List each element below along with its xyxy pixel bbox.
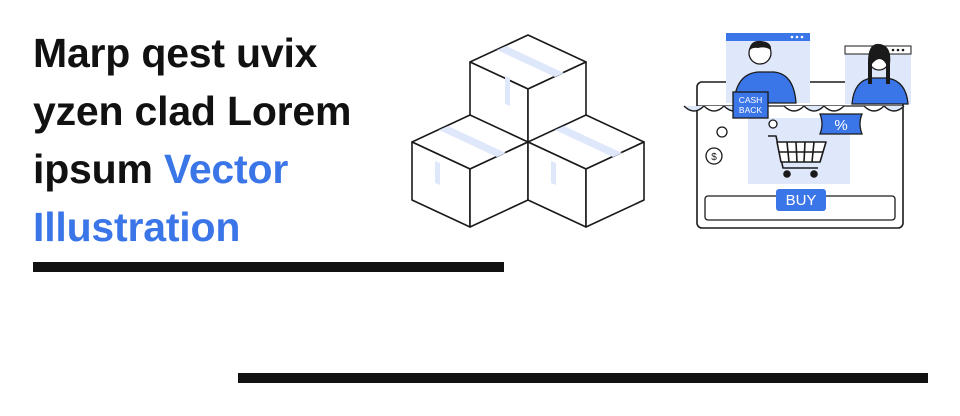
left-box: [411, 114, 529, 228]
headline-accent-illustration: Illustration: [33, 204, 241, 250]
online-shop-illustration: BUY $ CASH BACK %: [683, 33, 912, 229]
divider-bar-top: [33, 262, 504, 272]
coin-icon: $: [705, 119, 778, 165]
shopping-cart-icon: [768, 135, 827, 178]
customer-window-right: [844, 43, 912, 105]
coin-symbol: $: [711, 152, 717, 163]
discount-tag-icon: %: [819, 113, 863, 135]
cashback-line-2: BACK: [739, 105, 762, 115]
headline: Marp qest uvix yzen clad Lorem ipsum Vec…: [33, 24, 413, 256]
headline-accent-vector: Vector: [163, 146, 289, 192]
discount-percent: %: [834, 117, 847, 134]
buy-button-label: BUY: [786, 192, 817, 209]
cashback-sign-icon: CASH BACK: [732, 91, 769, 119]
box-stack-icon: [411, 34, 645, 228]
cashback-line-1: CASH: [739, 95, 763, 105]
shop-awning: [683, 105, 905, 112]
divider-bar-bottom: [238, 373, 928, 383]
headline-line-1: Marp qest uvix: [33, 30, 318, 76]
right-box: [527, 114, 645, 228]
headline-line-3: ipsum: [33, 146, 164, 192]
headline-line-2: yzen clad Lorem: [33, 88, 352, 134]
top-box: [469, 34, 587, 148]
buy-button[interactable]: [776, 189, 826, 211]
